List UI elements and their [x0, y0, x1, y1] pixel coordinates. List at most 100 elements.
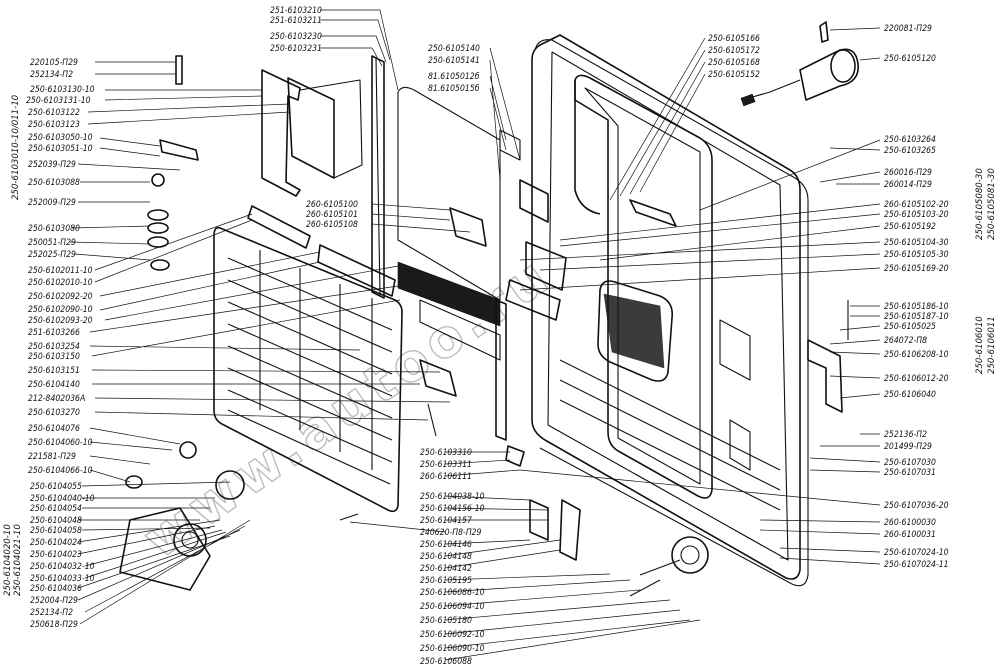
part-label: 250-6103270	[28, 408, 80, 418]
part-label: 250-6105166	[708, 34, 760, 44]
window-glass	[397, 86, 501, 301]
part-label: 250-6106088	[420, 657, 472, 667]
part-label: 252039-П29	[28, 160, 76, 170]
part-label: 250051-П29	[28, 238, 76, 248]
part-label: 250-6107031	[884, 468, 936, 478]
lock-cylinder	[799, 48, 859, 101]
leader-lines	[69, 9, 881, 661]
vertical-label-right-mid-a: 250-6106010	[975, 316, 985, 374]
glass-run-channel	[371, 55, 385, 299]
part-label: 260-6106111	[420, 472, 472, 482]
part-label: 240620-П8-П29	[420, 528, 482, 538]
part-label: 201499-П29	[884, 442, 932, 452]
part-label: 260-6105101	[306, 210, 358, 220]
part-label: 250-6104032-10	[30, 562, 95, 572]
part-label: 250-6105195	[420, 576, 472, 586]
part-label: 250-6104140	[28, 380, 80, 390]
part-label: 264072-П8	[884, 336, 927, 346]
part-label: 250-6104157	[420, 516, 472, 526]
vertical-label-left-bottom-a: 250-6104020-10	[3, 524, 13, 596]
part-label: 250-6105120	[884, 54, 936, 64]
vent-window-frame	[261, 69, 301, 197]
part-label: 252134-П2	[30, 608, 73, 618]
part-label: 250-6104054	[30, 504, 82, 514]
part-label: 81.6105015б	[428, 84, 480, 94]
door-hinge	[807, 339, 843, 413]
part-label: 250-6103088	[28, 178, 80, 188]
part-label: 250-6105141	[428, 56, 480, 66]
vertical-label-left-top: 250-6103010-10/011-10	[11, 94, 21, 200]
part-label: 250-6103150	[28, 352, 80, 362]
part-label: 250-6105025	[884, 322, 936, 332]
part-label: 250-6103230	[270, 32, 322, 42]
part-label: 250-6104142	[420, 564, 472, 574]
part-label: 250-6104023	[30, 550, 82, 560]
part-label: 250-6103080	[28, 224, 80, 234]
part-label: 250-6105169-20	[884, 264, 949, 274]
part-label: 250-6104036	[30, 584, 82, 594]
labels-right: 220081-П29 250-6105166 250-6105172 250-6…	[708, 24, 949, 570]
labels-left: 220105-П29 252134-П2 250-6103130-10 250-…	[26, 58, 95, 630]
part-label: 250-6104038-10	[420, 492, 485, 502]
vertical-label-right-mid-b: 250-6106011	[987, 316, 997, 374]
part-label: 251-6103266	[28, 328, 80, 338]
part-label: 250-6105140	[428, 44, 480, 54]
part-label: 221581-П29	[28, 452, 76, 462]
part-label: 250-6103151	[28, 366, 80, 376]
vertical-label-right-top-b: 250-6105081-30	[987, 168, 997, 240]
part-label: 250-6103231	[270, 44, 322, 54]
part-label: 260-6100030	[884, 518, 936, 528]
part-label: 250-6105152	[708, 70, 760, 80]
part-label: 250-6103310	[420, 448, 472, 458]
part-label: 250-6105105-30	[884, 250, 949, 260]
part-label: 250-6106208-10	[884, 350, 949, 360]
part-label: 250-6104055	[30, 482, 82, 492]
door-window-frame	[574, 74, 713, 499]
part-label: 250-6103254	[28, 342, 80, 352]
vertical-label-right-top-a: 250-6105080-30	[975, 168, 985, 240]
part-label: 220081-П29	[884, 24, 932, 34]
labels-bottom: 250-6103310 250-6103311 260-6106111 250-…	[420, 448, 485, 667]
part-label: 251-6103210	[270, 6, 322, 16]
part-label: 250-6103131-10	[26, 96, 91, 106]
part-label: 250-6103051-10	[28, 144, 93, 154]
part-label: 250-6105186-10	[884, 302, 949, 312]
part-label: 250-6104033-10	[30, 574, 95, 584]
part-label: 250-6107030	[884, 458, 936, 468]
part-label: 250-6105103-20	[884, 210, 949, 220]
part-label: 260-6105100	[306, 200, 358, 210]
part-label: 250-6106086-10	[420, 588, 485, 598]
part-label: 252025-П29	[28, 250, 76, 260]
part-label: 250-6102090-10	[28, 305, 93, 315]
part-label: 250-6107024-11	[884, 560, 949, 570]
part-label: 250-6103122	[28, 108, 80, 118]
regulator-drum	[671, 536, 709, 574]
part-label: 260-6100031	[884, 530, 936, 540]
part-label: 250-6105187-10	[884, 312, 949, 322]
part-label: 252134-П2	[30, 70, 73, 80]
part-label: 250-6105104-30	[884, 238, 949, 248]
part-label: 250-6105180	[420, 616, 472, 626]
door-seal	[534, 39, 809, 587]
part-label: 250-6107036-20	[884, 501, 949, 511]
part-label: 250-6104076	[28, 424, 80, 434]
parts-artwork	[119, 21, 859, 597]
part-label: 250-6104058	[30, 526, 82, 536]
labels-top: 251-6103210 251-6103211 250-6103230 250-…	[270, 6, 480, 230]
part-label: 81.6105012б	[428, 72, 480, 82]
window-regulator	[119, 507, 211, 591]
part-label: 250-6106012-20	[884, 374, 949, 384]
part-label: 251-6103211	[270, 16, 322, 26]
part-label: 250-6104066-10	[28, 466, 93, 476]
part-label: 250-6104148	[420, 552, 472, 562]
part-label: 250-6106090-10	[420, 644, 485, 654]
part-label: 252136-П2	[884, 430, 927, 440]
part-label: 260-6105102-20	[884, 200, 949, 210]
part-label: 220105-П29	[30, 58, 78, 68]
door-outer-panel	[531, 34, 801, 580]
part-label: 250-6103264	[884, 135, 936, 145]
part-label: 260014-П29	[884, 180, 932, 190]
part-label: 250-6102093-20	[28, 316, 93, 326]
part-label: 250-6105172	[708, 46, 760, 56]
